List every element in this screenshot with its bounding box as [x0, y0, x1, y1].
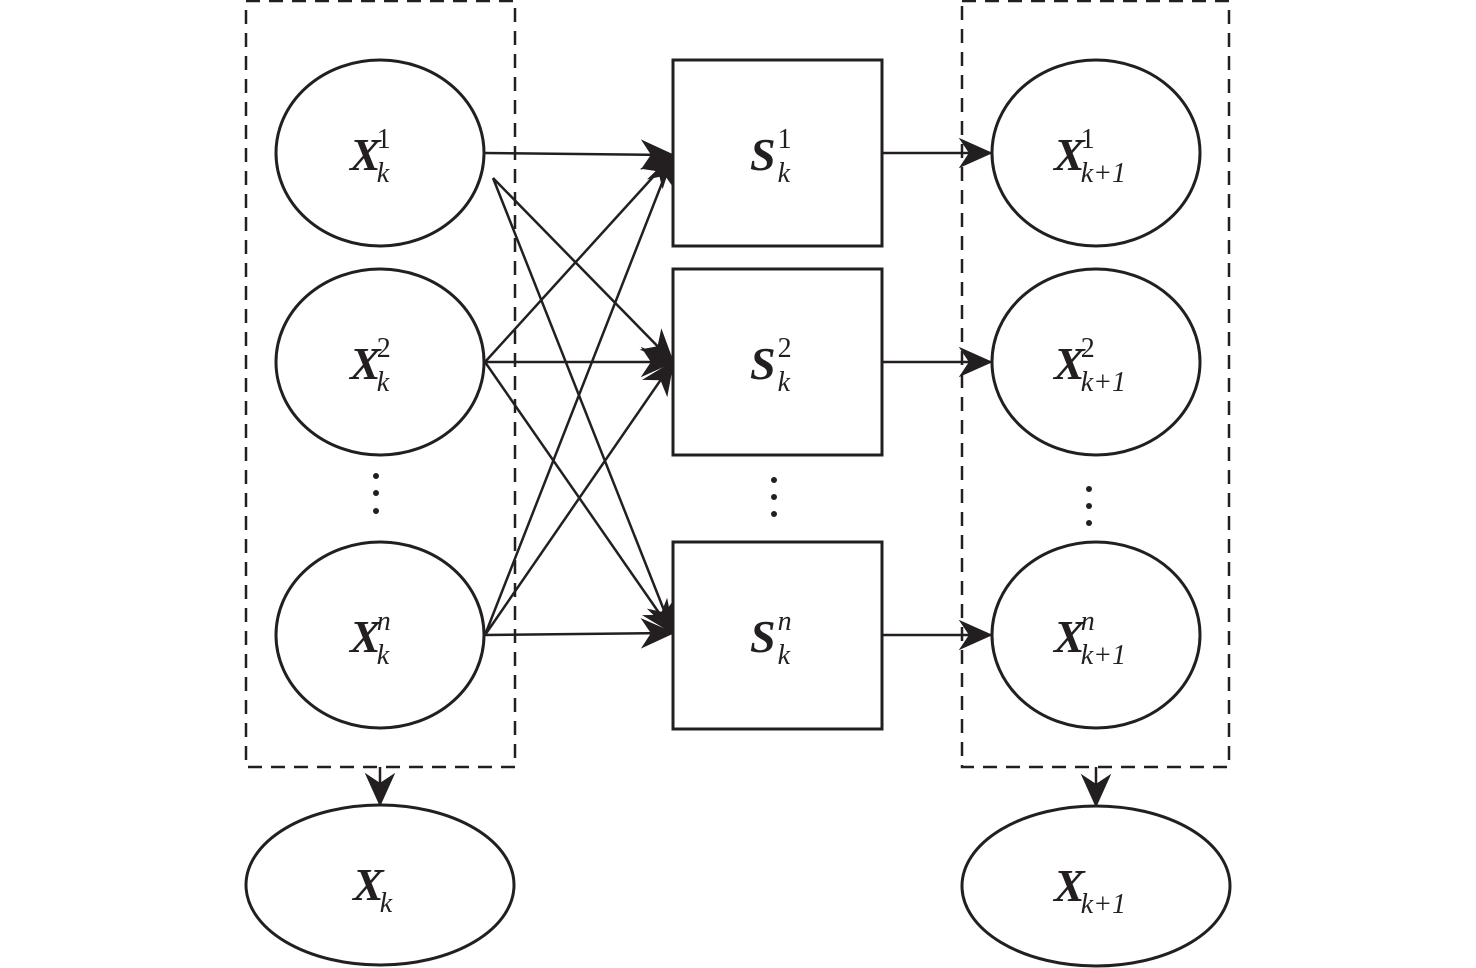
ellipsis-dot: [1086, 486, 1092, 492]
node-xk[interactable]: Xk: [244, 803, 516, 967]
ellipsis-dot: [1086, 503, 1092, 509]
ellipsis-right: [1086, 486, 1092, 526]
node-x2k-shape: [274, 267, 486, 457]
edges-layer: [364, 137, 1112, 808]
node-x1k-shape: [274, 58, 486, 248]
ellipsis-dot: [373, 490, 379, 496]
ellipsis-dot: [771, 477, 777, 483]
node-s1k-shape: [671, 58, 884, 248]
ellipsis-middle: [771, 477, 777, 517]
node-xk-label: Xk: [351, 859, 393, 919]
edge-xnk-to-s1k: [483, 153, 676, 636]
ellipsis-dot: [1086, 520, 1092, 526]
node-xk1-label: Xk+1: [1052, 860, 1126, 920]
edge-x1k-to-snk: [491, 177, 676, 635]
ellipsis-dot: [771, 511, 777, 517]
node-snk-shape: [671, 540, 884, 731]
node-s2k-shape: [671, 267, 884, 457]
edge-xnk-to-snk: [484, 618, 675, 649]
ellipsis-dot: [373, 508, 379, 514]
node-xnk1-shape: [990, 540, 1202, 730]
ellipsis-left: [373, 473, 379, 514]
edge-xnk-to-s2k: [483, 360, 675, 636]
node-x1k1-shape: [990, 58, 1202, 248]
edge-x1k-to-s1k: [484, 139, 675, 170]
edge-x2k-to-s1k: [484, 153, 675, 363]
node-xk1[interactable]: Xk+1: [960, 804, 1232, 968]
node-xnk-shape: [274, 540, 486, 730]
node-x2k1-shape: [990, 267, 1202, 457]
group-box-left: [244, 0, 517, 769]
group-box-right: [960, 0, 1231, 769]
edge-x1k-to-s2k: [492, 177, 675, 364]
node-xk1-shape: [960, 804, 1232, 968]
ellipsis-dot: [771, 494, 777, 500]
node-xk-shape: [244, 803, 516, 967]
ellipsis-dot: [373, 473, 379, 479]
